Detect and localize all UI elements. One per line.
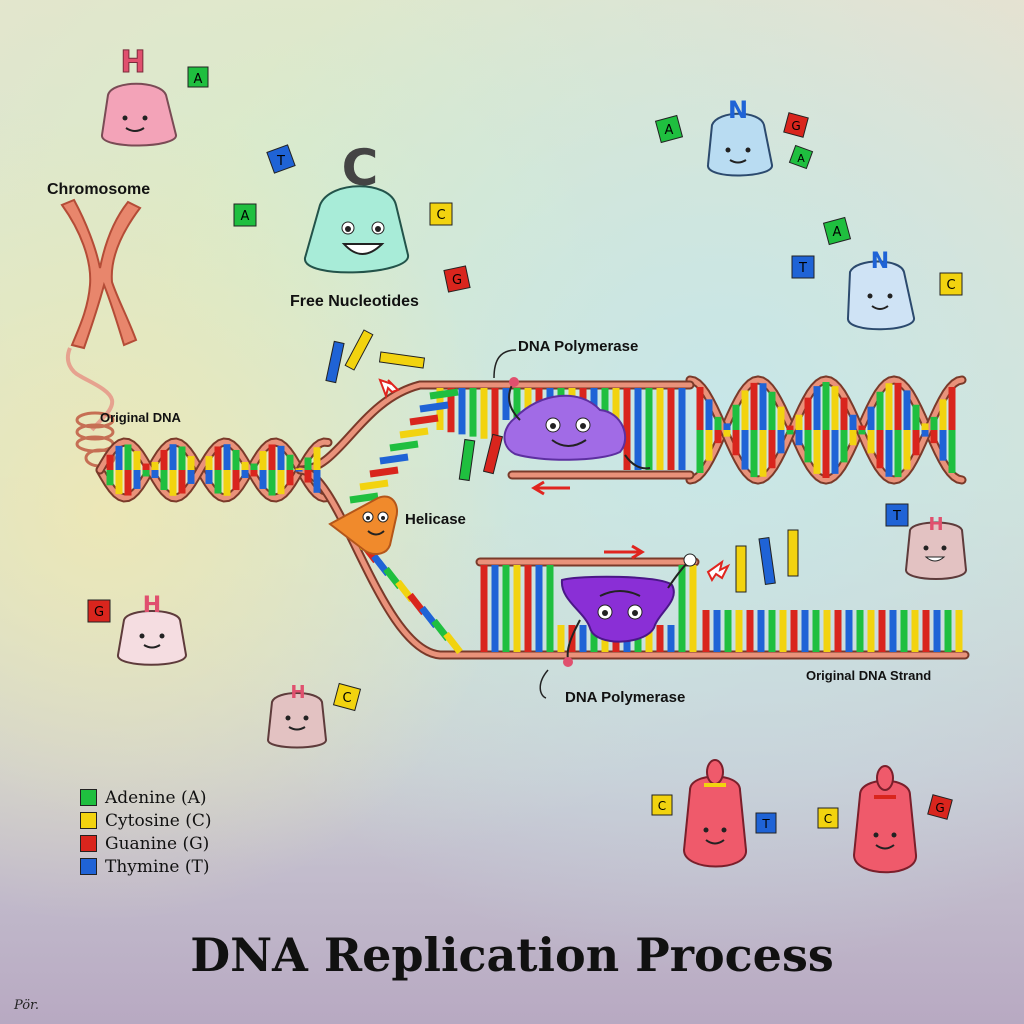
svg-text:N: N — [728, 96, 748, 124]
dna-polymerase-top-icon — [503, 377, 651, 470]
base-pair — [369, 466, 399, 478]
legend-swatch — [80, 858, 97, 875]
svg-text:G: G — [935, 801, 944, 815]
helicase-label: Helicase — [405, 511, 466, 528]
legend-swatch — [80, 835, 97, 852]
svg-text:G: G — [791, 119, 800, 133]
small-h-character-icon: H C — [266, 682, 362, 749]
base-pair — [389, 440, 419, 452]
pink-h-character-icon: H A — [101, 45, 209, 147]
blue-n-right-character-icon: N A T C — [791, 216, 963, 331]
legend-item-guanine: Guanine (G) — [80, 832, 212, 855]
legend-label: Cytosine (C) — [105, 810, 212, 831]
direction-arrow-right-icon — [604, 544, 645, 560]
artist-signature: Pör. — [14, 998, 39, 1013]
free-nucleotides-label: Free Nucleotides — [290, 293, 419, 310]
svg-text:A: A — [194, 72, 203, 87]
original-dna-label: Original DNA — [100, 410, 181, 425]
svg-text:T: T — [276, 154, 285, 169]
svg-text:A: A — [797, 152, 805, 165]
free-nucleotide-icon — [325, 329, 799, 593]
base-pair — [429, 388, 459, 400]
svg-text:C: C — [342, 691, 351, 706]
legend-label: Guanine (G) — [105, 833, 210, 854]
dna-polymerase-top-label: DNA Polymerase — [518, 338, 639, 355]
svg-text:C: C — [436, 208, 445, 223]
base-pair — [379, 453, 409, 465]
legend-item-cytosine: Cytosine (C) — [80, 809, 212, 832]
base-pair — [399, 427, 429, 439]
svg-text:N: N — [871, 249, 889, 274]
nucleotide-legend: Adenine (A) Cytosine (C) Guanine (G) Thy… — [80, 786, 212, 878]
svg-text:H: H — [143, 593, 161, 618]
svg-text:C: C — [946, 278, 955, 293]
right-h-character-icon: H T — [885, 503, 968, 580]
hollow-arrow-icon — [378, 378, 731, 582]
svg-text:C: C — [824, 812, 832, 826]
dna-polymerase-bottom-icon — [560, 553, 697, 667]
base-pair — [409, 414, 439, 426]
svg-text:H: H — [120, 45, 145, 80]
legend-item-adenine: Adenine (A) — [80, 786, 212, 809]
helicase-icon — [328, 495, 398, 555]
svg-text:H: H — [928, 514, 943, 535]
base-pair — [443, 631, 463, 655]
legend-label: Adenine (A) — [105, 787, 207, 808]
base-pair — [349, 492, 379, 504]
svg-text:G: G — [452, 273, 462, 288]
big-c-character-icon: C T A C G — [233, 139, 471, 293]
svg-text:T: T — [798, 261, 807, 276]
legend-swatch — [80, 789, 97, 806]
svg-text:C: C — [342, 139, 379, 197]
blue-n-top-character-icon: N A G A — [654, 96, 814, 177]
direction-arrow-left-icon — [531, 480, 570, 496]
legend-swatch — [80, 812, 97, 829]
red-character-1-icon: C T — [651, 759, 777, 868]
svg-text:C: C — [658, 799, 666, 813]
chromosome-label: Chromosome — [47, 181, 151, 198]
svg-text:T: T — [892, 509, 901, 524]
svg-text:A: A — [833, 225, 842, 240]
page-title: DNA Replication Process — [190, 928, 834, 982]
svg-text:T: T — [761, 817, 770, 831]
svg-text:G: G — [94, 605, 104, 620]
base-pair — [359, 479, 389, 491]
svg-text:H: H — [290, 682, 305, 703]
legend-item-thymine: Thymine (T) — [80, 855, 212, 878]
legend-label: Thymine (T) — [105, 856, 210, 877]
base-pair — [419, 401, 449, 413]
original-dna-strand-label: Original DNA Strand — [806, 668, 932, 683]
left-h-character-icon: H G — [87, 593, 188, 666]
red-character-2-icon: C G — [817, 765, 953, 874]
svg-text:A: A — [241, 209, 250, 224]
dna-polymerase-bottom-label: DNA Polymerase — [565, 689, 686, 706]
svg-text:A: A — [665, 123, 674, 138]
